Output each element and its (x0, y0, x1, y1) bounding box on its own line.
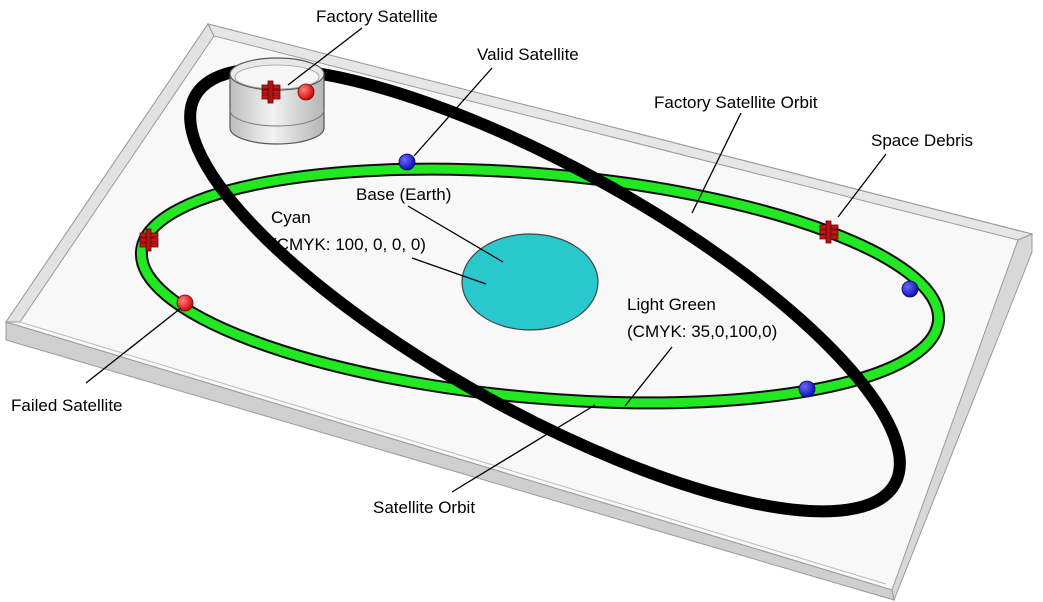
factory-satellite-cylinder (229, 57, 325, 145)
leader-lines (85, 27, 887, 493)
valid-satellite-3 (798, 380, 816, 398)
failed-satellite-in-factory (297, 83, 315, 101)
factory-satellite-orbit (184, 62, 906, 518)
label-base-earth: Base (Earth) (356, 185, 451, 204)
label-factory-satellite-orbit: Factory Satellite Orbit (654, 93, 818, 112)
label-factory-satellite: Factory Satellite (316, 7, 438, 26)
valid-satellite-2 (901, 280, 919, 298)
label-failed-satellite: Failed Satellite (11, 396, 123, 415)
satellite-orbit-fill (136, 164, 944, 408)
label-cyan: Cyan (271, 208, 311, 227)
label-satellite-orbit: Satellite Orbit (373, 498, 475, 517)
label-light-green: Light Green (627, 295, 716, 314)
label-valid-satellite: Valid Satellite (477, 45, 579, 64)
label-light-green-cmyk: (CMYK: 35,0,100,0) (627, 322, 777, 341)
failed-satellite (176, 294, 194, 312)
label-cyan-cmyk: (CMYK: 100, 0, 0, 0) (271, 235, 426, 254)
base-earth (461, 233, 599, 331)
valid-satellite-1 (398, 153, 416, 171)
label-space-debris: Space Debris (871, 131, 973, 150)
platform-front-edge (5, 321, 895, 601)
